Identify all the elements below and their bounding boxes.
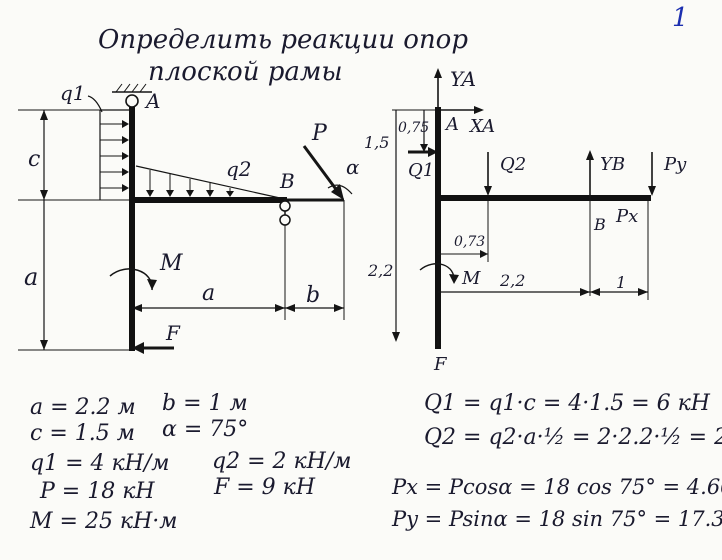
arrowhead: [580, 288, 590, 296]
hinge-b-top: [279, 200, 291, 212]
calc-py: Py = Psinα = 18 sin 75° = 17.39 кН: [391, 507, 722, 531]
label-m: M: [461, 268, 481, 289]
given-q1: q1 = 4 кН/м: [30, 451, 169, 476]
q1-load-arrow: [122, 120, 129, 128]
label-q1: Q1: [408, 160, 434, 181]
q1-load-arrow: [122, 184, 129, 192]
label-alpha: α: [346, 155, 360, 179]
title-line-1: Определить реакции опор: [98, 25, 468, 55]
label-b-support: B: [593, 215, 606, 234]
force-p-arrowhead: [331, 184, 344, 200]
arrowhead: [449, 274, 459, 284]
arrowhead: [285, 304, 295, 312]
calc-q1: Q1 = q1·c = 4·1.5 = 6 кН: [424, 391, 711, 416]
given-b: b = 1 м: [162, 391, 248, 416]
given-q2: q2 = 2 кН/м: [212, 449, 351, 474]
support-a-hatch: [115, 83, 123, 93]
left-frame-figure: c a A q1 q2: [18, 81, 360, 354]
arrowhead: [40, 190, 48, 200]
force-f-arrowhead: [132, 342, 144, 354]
arrowhead: [586, 150, 594, 160]
arrowhead: [474, 106, 484, 114]
given-f: F = 9 кН: [213, 475, 316, 500]
q2-load-arrow: [186, 190, 194, 197]
arrowhead: [392, 332, 400, 342]
q1-load-arrow: [122, 136, 129, 144]
arrowhead: [434, 68, 442, 78]
angle-alpha-arc: [327, 184, 353, 195]
label-m: M: [159, 251, 183, 276]
given-alpha: α = 75°: [162, 417, 248, 442]
force-p-line: [302, 145, 343, 197]
arrowhead: [132, 304, 142, 312]
arrowhead: [275, 304, 285, 312]
label-yb: YB: [600, 154, 625, 175]
given-data-block: a = 2.2 м b = 1 м c = 1.5 м α = 75° q1 =…: [29, 391, 351, 534]
right-free-body-diagram: YA XA A 1,5 0,75 Q1 Q2 YB Py B Px 0,73: [364, 67, 687, 375]
label-f: F: [433, 354, 448, 375]
hinge-b-bottom: [279, 214, 291, 226]
label-c: c: [28, 147, 40, 172]
label-px: Px: [615, 206, 638, 227]
arrowhead: [428, 147, 438, 157]
moment-m-arrowhead: [147, 279, 157, 290]
label-dim-1-5: 1,5: [364, 133, 389, 152]
hinge-a: [125, 94, 139, 108]
arrowhead: [484, 186, 492, 196]
calc-q2: Q2 = q2·a·½ = 2·2.2·½ = 2.2: [424, 425, 722, 450]
label-a-horizontal: a: [202, 281, 215, 306]
label-dim-0-75: 0,75: [398, 120, 429, 136]
label-q2: Q2: [500, 154, 526, 175]
arrowhead: [40, 110, 48, 120]
q2-load-arrow: [166, 190, 174, 197]
label-q2: q2: [226, 157, 252, 181]
label-py: Py: [663, 154, 687, 175]
label-dim-2-2-horizontal: 2,2: [499, 271, 525, 290]
q1-load-arrow: [122, 152, 129, 160]
arrowhead: [334, 304, 344, 312]
support-a-hatch: [123, 83, 131, 93]
given-p: P = 18 кН: [39, 479, 155, 504]
label-f: F: [165, 321, 181, 345]
page-number: 1: [672, 3, 689, 33]
label-p: P: [311, 121, 328, 146]
label-a-support: A: [444, 114, 459, 135]
title-line-2: плоской рамы: [148, 57, 343, 87]
q2-load-arrow: [146, 190, 154, 197]
support-a-hatch: [139, 83, 147, 93]
label-dim-1: 1: [616, 273, 626, 292]
label-ya: YA: [450, 67, 476, 91]
given-a: a = 2.2 м: [30, 395, 136, 420]
label-dim-0-73: 0,73: [454, 234, 485, 250]
label-b-dimension: b: [306, 283, 320, 308]
arrowhead: [648, 186, 656, 196]
arrowhead: [638, 288, 648, 296]
q2-load-arrow: [226, 191, 234, 197]
arrowhead: [480, 250, 488, 258]
label-b-support: B: [279, 169, 295, 193]
label-xa: XA: [468, 116, 495, 137]
q2-load-edge: [135, 165, 281, 199]
q2-load-arrow: [206, 190, 214, 197]
label-a-support: A: [144, 89, 160, 113]
given-c: c = 1.5 м: [30, 421, 135, 446]
given-m: M = 25 кН·м: [29, 509, 178, 534]
label-a-vertical: a: [24, 263, 38, 291]
label-q1: q1: [60, 81, 86, 105]
arrowhead: [40, 340, 48, 350]
calculations-block: Q1 = q1·c = 4·1.5 = 6 кН Q2 = q2·a·½ = 2…: [391, 391, 722, 531]
q1-load-arrow: [122, 168, 129, 176]
arrowhead: [420, 144, 428, 152]
label-dim-2-2-vertical: 2,2: [367, 261, 393, 280]
support-a-hatch: [131, 83, 139, 93]
calc-px: Px = Pcosα = 18 cos 75° = 4.66 кН: [391, 475, 722, 499]
